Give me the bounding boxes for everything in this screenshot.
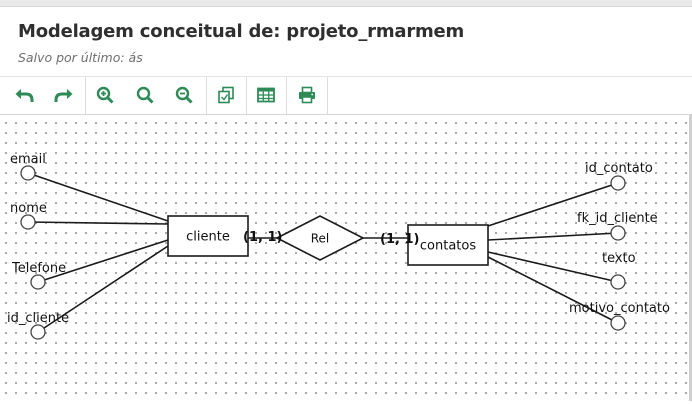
zoom-in-button[interactable] [93, 84, 117, 106]
attribute-label-texto: texto [602, 251, 636, 266]
print-icon [299, 86, 315, 104]
entity-label-contatos: contatos [420, 239, 476, 254]
zoom-out-icon [175, 86, 193, 104]
attribute-label-email: email [10, 152, 46, 167]
cardinality-cliente: (1, 1) [243, 230, 282, 245]
page-header: Modelagem conceitual de: projeto_rmarmem… [0, 7, 692, 76]
connector-nome [27, 221, 169, 225]
table-icon [257, 87, 275, 103]
attribute-circle-email[interactable] [20, 165, 36, 181]
attribute-circle-telefone[interactable] [30, 274, 46, 290]
undo-icon [15, 89, 34, 102]
undo-button[interactable] [12, 84, 36, 106]
window-top-bar [0, 0, 692, 7]
entity-cliente[interactable]: cliente [167, 215, 249, 257]
attribute-label-id-cliente: id_cliente [7, 311, 69, 326]
zoom-reset-button[interactable] [133, 84, 157, 106]
connector-motivo-contato [487, 256, 619, 324]
attribute-circle-id-contato[interactable] [610, 175, 626, 191]
er-diagram: email nome Telefone id_cliente id_contat… [7, 152, 670, 340]
entity-label-cliente: cliente [186, 230, 230, 245]
entity-contatos[interactable]: contatos [407, 224, 489, 266]
print-button[interactable] [295, 84, 319, 106]
toolbar-group-zoom [85, 77, 207, 114]
toolbar-group-history [0, 77, 86, 114]
attribute-label-motivo-contato: motivo_contato [569, 301, 670, 316]
zoom-in-icon [96, 86, 114, 104]
attribute-circle-texto[interactable] [610, 274, 626, 290]
page-title: Modelagem conceitual de: projeto_rmarmem [18, 21, 465, 42]
copy-button[interactable] [214, 84, 238, 106]
diagram-canvas[interactable]: email nome Telefone id_cliente id_contat… [0, 114, 692, 401]
attribute-label-nome: nome [10, 201, 47, 216]
table-button[interactable] [254, 84, 278, 106]
scrollbar-edge [689, 114, 692, 401]
relationship-rel[interactable]: Rel [275, 215, 365, 261]
last-saved-text: Salvo por último: ás [18, 50, 143, 65]
attribute-circle-id-cliente[interactable] [30, 324, 46, 340]
attribute-circle-fk-id-cliente[interactable] [610, 225, 626, 241]
connector-id-contato [487, 182, 619, 227]
connector-fk-id-cliente [487, 232, 619, 241]
toolbar-group-table [246, 77, 287, 114]
copy-icon [218, 86, 234, 104]
zoom-out-button[interactable] [172, 84, 196, 106]
redo-icon [54, 89, 73, 102]
redo-button[interactable] [52, 84, 76, 106]
connector-telefone [37, 239, 169, 283]
toolbar [0, 76, 692, 115]
toolbar-group-print [286, 77, 328, 114]
attribute-label-fk-id-cliente: fk_id_cliente [577, 211, 658, 226]
attribute-circle-motivo-contato[interactable] [610, 315, 626, 331]
attribute-label-telefone: Telefone [11, 261, 66, 276]
attribute-circle-nome[interactable] [20, 214, 36, 230]
attribute-label-id-contato: id_contato [585, 161, 653, 176]
relationship-label: Rel [311, 232, 330, 246]
connector-texto [487, 251, 619, 283]
connector-id-cliente [37, 245, 169, 333]
connector-email [27, 172, 169, 222]
zoom-reset-icon [136, 86, 154, 104]
cardinality-contatos: (1, 1) [380, 232, 419, 247]
toolbar-group-copy [206, 77, 247, 114]
